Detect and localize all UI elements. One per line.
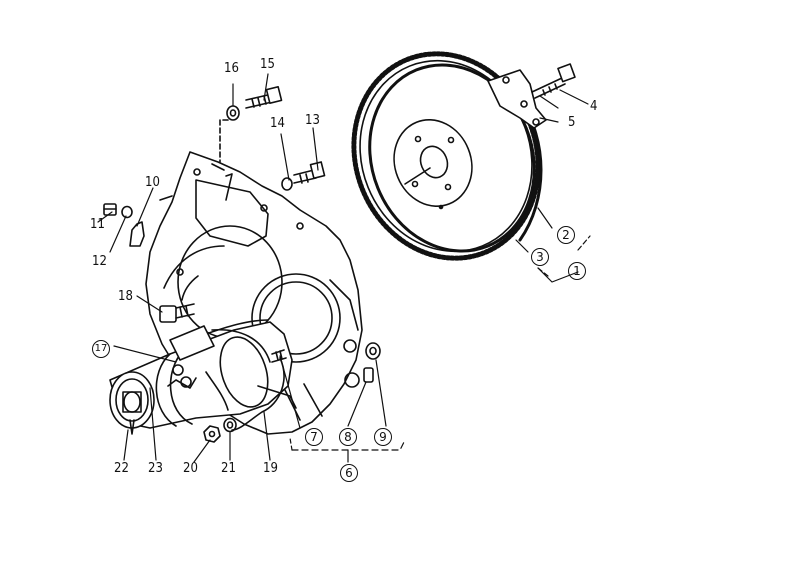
callout-9: 9 — [374, 428, 392, 446]
callout-17: 17 — [92, 340, 110, 358]
stud-18 — [159, 303, 195, 323]
callout-14: 14 — [270, 116, 285, 131]
callout-5: 5 — [568, 115, 576, 130]
washer-14 — [281, 177, 293, 191]
callout-7: 7 — [305, 428, 323, 446]
leader-lines — [97, 73, 591, 463]
nut-20 — [203, 425, 221, 443]
callout-1: 1 — [568, 262, 586, 280]
flywheel — [351, 51, 543, 261]
callout-3: 3 — [531, 248, 549, 266]
callout-6: 6 — [340, 464, 358, 482]
callout-2: 2 — [557, 226, 575, 244]
callout-23: 23 — [148, 461, 163, 476]
callout-15: 15 — [260, 57, 275, 72]
callout-4: 4 — [590, 99, 598, 114]
starter-motor — [109, 319, 297, 435]
housing-bolt-top — [245, 85, 283, 109]
lock-plate — [487, 69, 547, 129]
washer-12 — [121, 205, 133, 219]
dowel-pin-8 — [363, 367, 374, 383]
flywheel-bolt — [531, 63, 576, 99]
washer-16 — [226, 105, 240, 121]
callout-19: 19 — [263, 461, 278, 476]
callout-8: 8 — [339, 428, 357, 446]
stud-7 — [271, 349, 287, 363]
callout-22: 22 — [114, 461, 129, 476]
callout-11: 11 — [90, 217, 105, 232]
bolt-11 — [103, 203, 117, 216]
callout-18: 18 — [118, 289, 133, 304]
washer-9 — [365, 342, 381, 360]
callout-10: 10 — [145, 175, 160, 190]
washer-21 — [223, 417, 237, 433]
callout-13: 13 — [305, 113, 320, 128]
clip-10 — [129, 221, 145, 247]
callout-12: 12 — [92, 254, 107, 269]
callout-21: 21 — [221, 461, 236, 476]
cable-19 — [231, 357, 285, 431]
callout-20: 20 — [183, 461, 198, 476]
callout-16: 16 — [224, 61, 239, 76]
housing-bolt-13 — [293, 161, 326, 184]
